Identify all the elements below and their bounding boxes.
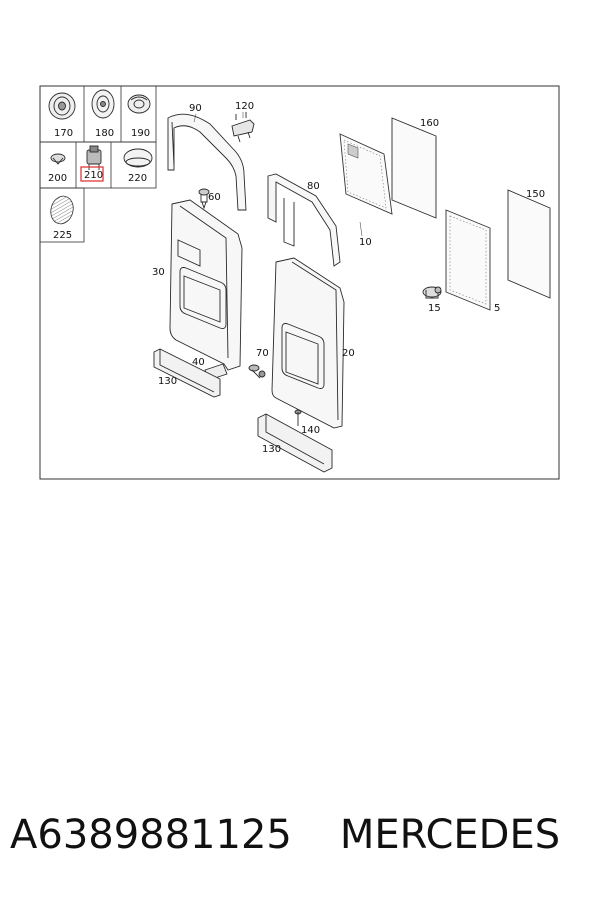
part-220-icon: [123, 148, 153, 168]
callout-20: 20: [342, 348, 355, 359]
brand-name: MERCEDES: [339, 812, 561, 858]
part-225-icon: [50, 195, 74, 225]
parts-diagram: 170 180 190 200 210 220 225: [39, 85, 560, 480]
callout-80: 80: [307, 181, 320, 192]
callout-190: 190: [131, 128, 150, 139]
callout-120: 120: [235, 101, 254, 112]
part-5-window: [445, 209, 491, 311]
footer-caption: A6389881125 MERCEDES: [0, 800, 600, 870]
legend-grid: [39, 85, 157, 243]
callout-5: 5: [494, 303, 500, 314]
part-200-icon: [50, 153, 66, 165]
part-150-glass: [507, 189, 551, 299]
callout-15: 15: [428, 303, 441, 314]
part-210-icon: [86, 145, 102, 170]
part-80-trim: [267, 173, 341, 267]
callout-60: 60: [208, 192, 221, 203]
callout-170: 170: [54, 128, 73, 139]
callout-10: 10: [359, 237, 372, 248]
callout-225: 225: [53, 230, 72, 241]
callout-150: 150: [526, 189, 545, 200]
callout-220: 220: [128, 173, 147, 184]
part-180-icon: [91, 89, 115, 119]
part-10-window-panel: [339, 133, 393, 215]
part-60-clip: [198, 188, 210, 210]
part-number: A6389881125: [10, 812, 292, 858]
part-140-bolt: [294, 409, 302, 426]
part-15-fastener: [422, 286, 442, 299]
callout-210: 210: [84, 170, 103, 181]
part-190-icon: [127, 94, 151, 114]
part-70-screw: [248, 364, 266, 379]
callout-40: 40: [192, 357, 205, 368]
part-160-glass: [391, 117, 437, 219]
callout-200: 200: [48, 173, 67, 184]
part-120-bracket: [231, 112, 255, 143]
part-130-sill-upper: [153, 348, 221, 398]
part-90-trim: [167, 113, 247, 211]
part-170-icon: [48, 92, 76, 120]
callout-160: 160: [420, 118, 439, 129]
callout-140: 140: [301, 425, 320, 436]
callout-30: 30: [152, 267, 165, 278]
callout-130-upper: 130: [158, 376, 177, 387]
callout-90: 90: [189, 103, 202, 114]
callout-180: 180: [95, 128, 114, 139]
callout-130-lower: 130: [262, 444, 281, 455]
part-130-sill-lower: [257, 413, 333, 473]
part-30-door-panel: [169, 199, 243, 371]
callout-210-highlight: [80, 166, 104, 182]
callout-70: 70: [256, 348, 269, 359]
part-20-door-panel: [271, 257, 345, 429]
